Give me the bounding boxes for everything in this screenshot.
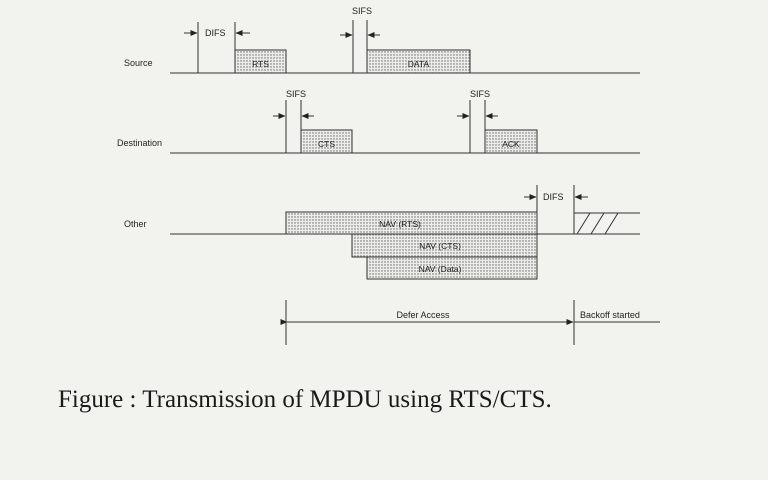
rts-frame [234,49,287,74]
difs-source-label: DIFS [205,28,226,38]
nav-cts-label: NAV (CTS) [419,241,461,251]
cts-frame [300,129,353,154]
ack-frame-label: ACK [502,139,520,149]
nav-data-label: NAV (Data) [419,264,462,274]
nav-data-bar [366,256,538,280]
figure-caption: Figure : Transmission of MPDU using RTS/… [58,386,552,413]
data-frame [366,49,471,74]
rts-frame-label: RTS [252,59,269,69]
row-label-other: Other [124,219,147,229]
row-label-source: Source [124,58,153,68]
sifs-cts-label: SIFS [286,89,306,99]
row-label-destination: Destination [117,138,162,148]
ack-frame [484,129,538,154]
sifs-source-label: SIFS [352,6,372,16]
backoff-started-label: Backoff started [580,310,640,320]
cts-frame-label: CTS [318,139,335,149]
defer-access-label: Defer Access [396,310,450,320]
backoff-window [574,212,640,235]
sifs-ack-label: SIFS [470,89,490,99]
nav-rts-label: NAV (RTS) [379,219,421,229]
difs-other-label: DIFS [543,192,564,202]
data-frame-label: DATA [408,59,430,69]
